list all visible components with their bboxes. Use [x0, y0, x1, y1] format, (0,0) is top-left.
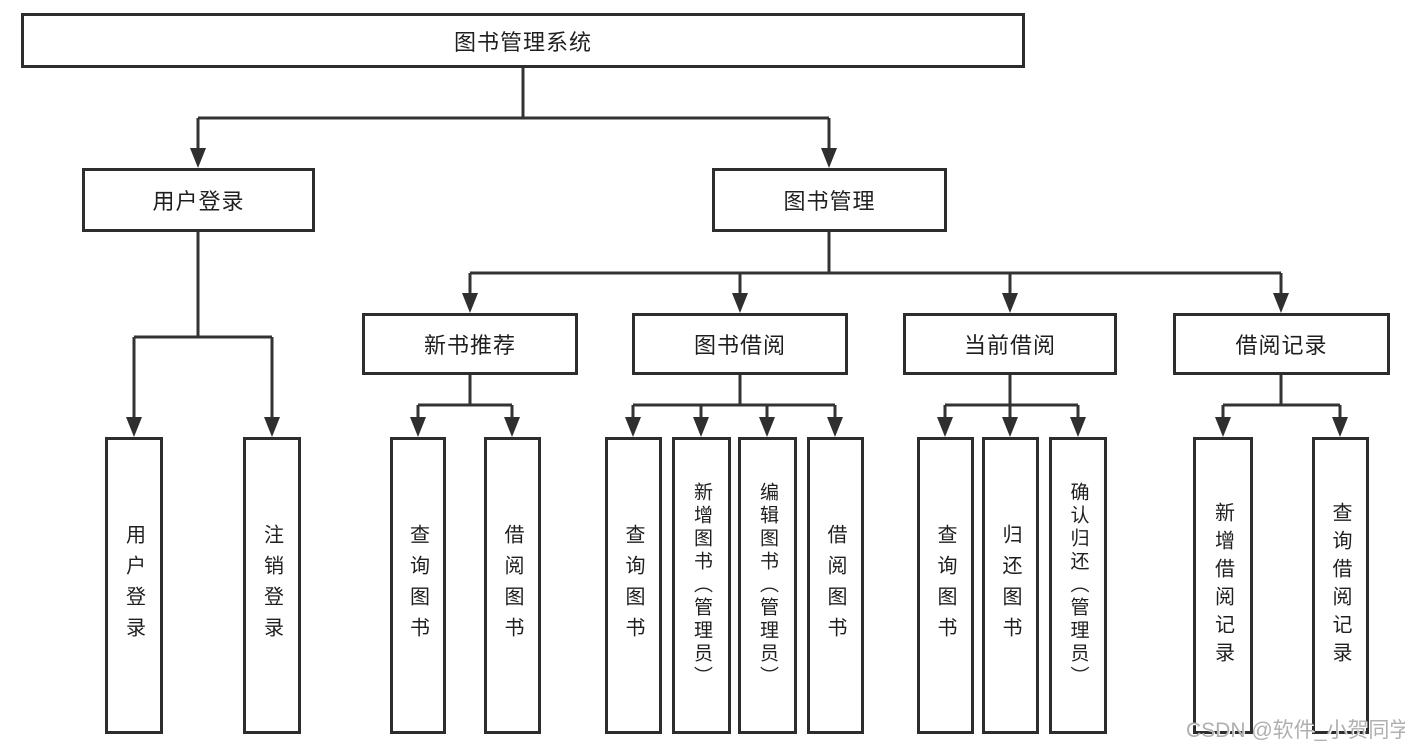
node-label: 图书管理系统 — [453, 29, 592, 55]
leaf-query-borrow-record: 查询借阅记录 — [1312, 437, 1369, 734]
arrow-down-icon — [732, 293, 748, 313]
leaf-borrow-books: 借阅图书 — [807, 437, 864, 734]
leaf-add-borrow-record: 新增借阅记录 — [1193, 437, 1253, 734]
node-label: 借阅图书 — [501, 523, 523, 648]
arrow-down-icon — [1070, 417, 1086, 437]
arrow-down-icon — [827, 417, 843, 437]
leaf-user-login: 用户登录 — [105, 437, 163, 734]
node-book-management: 图书管理 — [712, 168, 947, 232]
node-new-book-recommend: 新书推荐 — [362, 313, 578, 375]
arrow-down-icon — [462, 293, 478, 313]
connector-book-management-split — [462, 232, 1289, 313]
leaf-query-books: 查询图书 — [390, 437, 446, 734]
node-label: 新增借阅记录 — [1211, 501, 1234, 670]
arrow-down-icon — [410, 417, 426, 437]
arrow-down-icon — [1273, 293, 1289, 313]
node-label: 确认归还（管理员） — [1067, 482, 1089, 689]
leaf-return-books: 归还图书 — [982, 437, 1039, 734]
node-label: 借阅图书 — [824, 523, 846, 648]
leaf-logout: 注销登录 — [243, 437, 301, 734]
arrow-down-icon — [821, 148, 837, 168]
node-label: 新书推荐 — [423, 333, 516, 358]
connector-root-split — [190, 68, 837, 168]
csdn-watermark: CSDN @软件_小贺同学 — [1186, 719, 1405, 742]
arrow-down-icon — [693, 417, 709, 437]
arrow-down-icon — [190, 148, 206, 168]
arrow-down-icon — [1215, 417, 1231, 437]
node-label: 查询图书 — [622, 523, 644, 648]
node-label: 用户登录 — [122, 523, 145, 648]
arrow-down-icon — [625, 417, 641, 437]
leaf-confirm-return-admin: 确认归还（管理员） — [1049, 437, 1107, 734]
arrow-down-icon — [937, 417, 953, 437]
node-label: 用户登录 — [152, 189, 245, 214]
connector-borrowing-records-split — [1215, 375, 1348, 437]
node-current-borrowing: 当前借阅 — [903, 313, 1117, 375]
arrow-down-icon — [264, 417, 280, 437]
node-label: 当前借阅 — [963, 333, 1056, 358]
node-label: 查询借阅记录 — [1329, 501, 1351, 670]
node-label: 图书借阅 — [693, 333, 786, 358]
arrow-down-icon — [1002, 417, 1018, 437]
node-label: 新增图书（管理员） — [691, 482, 712, 689]
node-borrowing-records: 借阅记录 — [1173, 313, 1390, 375]
node-label: 编辑图书（管理员） — [757, 482, 778, 689]
arrow-down-icon — [1332, 417, 1348, 437]
connector-book-borrowing-split — [625, 375, 843, 437]
node-label: 借阅记录 — [1235, 333, 1328, 358]
node-book-borrowing: 图书借阅 — [632, 313, 848, 375]
arrow-down-icon — [504, 417, 520, 437]
node-user-login: 用户登录 — [82, 168, 315, 232]
leaf-query-books: 查询图书 — [605, 437, 662, 734]
node-label: 查询图书 — [406, 523, 429, 648]
arrow-down-icon — [126, 417, 142, 437]
connector-user-login-split — [126, 232, 280, 437]
node-label: 查询图书 — [934, 523, 956, 648]
connector-new-book-recommend-split — [410, 375, 520, 437]
arrow-down-icon — [1002, 293, 1018, 313]
leaf-add-books-admin: 新增图书（管理员） — [672, 437, 731, 734]
connector-current-borrowing-split — [937, 375, 1086, 437]
leaf-query-books: 查询图书 — [917, 437, 974, 734]
leaf-borrow-books: 借阅图书 — [484, 437, 541, 734]
arrow-down-icon — [759, 417, 775, 437]
node-label: 注销登录 — [260, 523, 283, 648]
node-root-system: 图书管理系统 — [21, 13, 1025, 68]
leaf-edit-books-admin: 编辑图书（管理员） — [738, 437, 797, 734]
node-label: 归还图书 — [999, 523, 1021, 648]
node-label: 图书管理 — [783, 189, 876, 214]
